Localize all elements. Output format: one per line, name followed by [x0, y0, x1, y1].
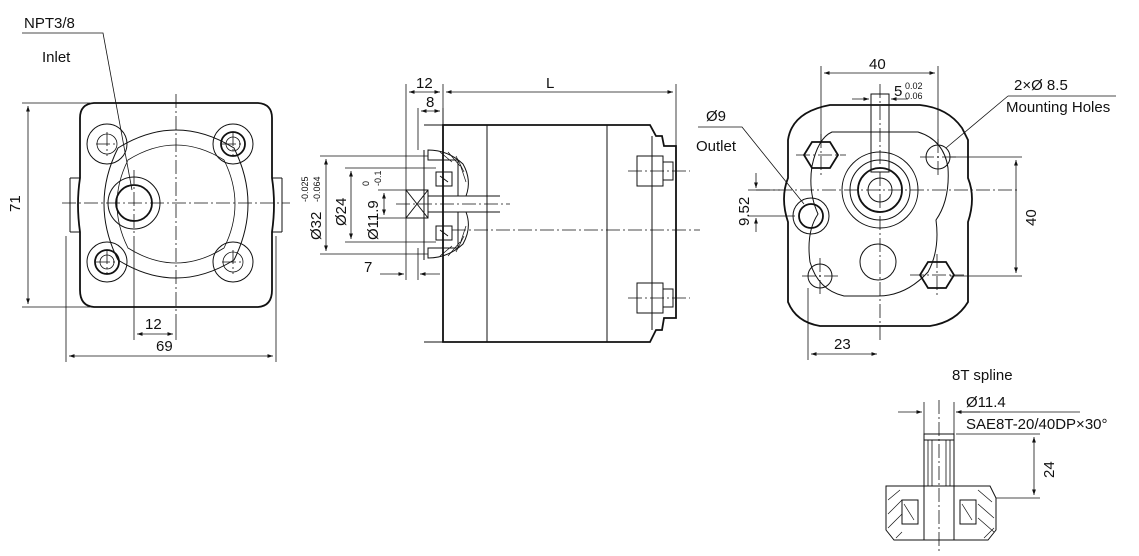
- key-width-tol-lower: 0.06: [905, 91, 923, 101]
- port-offset-extension-lines: [133, 236, 177, 340]
- outlet-inner-contour: [808, 131, 949, 297]
- flange-dim-text: 12: [416, 75, 433, 92]
- side-body-outline: [442, 124, 677, 343]
- outlet-hex-bolt-bottom-right: [910, 254, 964, 298]
- inlet-view: NPT3/8 Inlet 71 12 69: [7, 15, 290, 362]
- side-body-joints: [486, 125, 608, 342]
- vertical-spacing-dim-text: 40: [1023, 209, 1040, 226]
- inlet-body-steps: [70, 177, 282, 233]
- outlet-mounting-hole-bottom-left: [802, 258, 838, 294]
- mounting-holes-spec: 2×Ø 8.5: [1014, 77, 1068, 94]
- outlet-body-outline: [783, 104, 973, 327]
- side-bolt-bottom: [628, 282, 690, 314]
- height-dim-text: 71: [7, 195, 24, 212]
- npt-thread-label: NPT3/8: [24, 15, 75, 32]
- port-offset-dim-text: 12: [145, 316, 162, 333]
- outlet-dia-text: Ø9: [706, 108, 726, 125]
- shaft-dia-text: Ø11.9: [365, 200, 382, 240]
- shaft-dia-tol-upper: 0: [361, 181, 371, 186]
- boss-dia-extension-lines: [345, 167, 436, 243]
- pilot-dia-tol-upper: -0.025: [300, 176, 310, 202]
- spline-length-extension-lines: [956, 433, 1040, 499]
- spline-dia-text: Ø11.4: [966, 394, 1006, 411]
- spline-housing-section: [885, 485, 997, 541]
- shaft-dia-extension-lines: [378, 189, 406, 219]
- pilot-dia-text: Ø32: [308, 212, 325, 240]
- key-width-text: 5: [894, 83, 902, 100]
- pilot-dia-extension-lines: [320, 155, 428, 255]
- npt-leader: [22, 32, 133, 191]
- pilot-dim-text: 8: [426, 94, 434, 111]
- width-extension-lines: [65, 236, 277, 362]
- pilot-dia-tol-lower: -0.064: [312, 176, 322, 202]
- outlet-port-label: Outlet: [696, 138, 737, 155]
- spline-spec-text: SAE8T-20/40DP×30°: [966, 416, 1108, 433]
- key-offset-dim-text: 7: [364, 259, 372, 276]
- inlet-body-step-sides: [69, 178, 283, 232]
- mounting-holes-label: Mounting Holes: [1006, 99, 1110, 116]
- inlet-port-label: Inlet: [42, 49, 71, 66]
- key-offset-extension-lines: [405, 218, 419, 280]
- key-width-tol-upper: 0.02: [905, 81, 923, 91]
- mounting-holes-leader: [945, 95, 1116, 149]
- width-dim-text: 69: [156, 338, 173, 355]
- shaft-dia-tol-lower: -0.1: [373, 170, 383, 186]
- outlet-port: [792, 197, 830, 235]
- bolt-spacing-extension-lines: [820, 66, 939, 145]
- inlet-gear-housing: [103, 129, 249, 279]
- side-view: 12 8 L Ø32 -0.025 -0.064 Ø24 Ø11.9 0 -0.…: [300, 75, 700, 343]
- outlet-view: 40 5 0.02 0.06 2×Ø 8.5 Mounting Holes Ø9…: [696, 56, 1116, 360]
- height-extension-lines: [22, 102, 90, 308]
- spline-length-dim-text: 24: [1041, 461, 1058, 478]
- outlet-offset-extension-lines: [748, 189, 795, 217]
- spline-title: 8T spline: [952, 367, 1013, 384]
- side-seal: [435, 171, 453, 241]
- inlet-hole-centerlines: [96, 132, 244, 274]
- outlet-leader: [698, 126, 805, 205]
- bottom-offset-dim-text: 23: [834, 336, 851, 353]
- side-bolt-top: [628, 155, 690, 187]
- spline-detail: 8T spline Ø11.4 SAE8T-20/40DP×30° 24: [885, 367, 1108, 552]
- length-dim-text: L: [546, 75, 554, 92]
- pilot-extension-lines: [417, 108, 444, 150]
- outlet-lower-boss: [859, 243, 897, 281]
- bolt-spacing-dim-text: 40: [869, 56, 886, 73]
- boss-dia-text: Ø24: [333, 198, 350, 226]
- spline-dia-extension-lines: [923, 402, 955, 434]
- vertical-spacing-extension-lines: [950, 156, 1022, 277]
- outlet-offset-dim-text: 9.52: [736, 197, 753, 226]
- side-flange: [424, 124, 444, 343]
